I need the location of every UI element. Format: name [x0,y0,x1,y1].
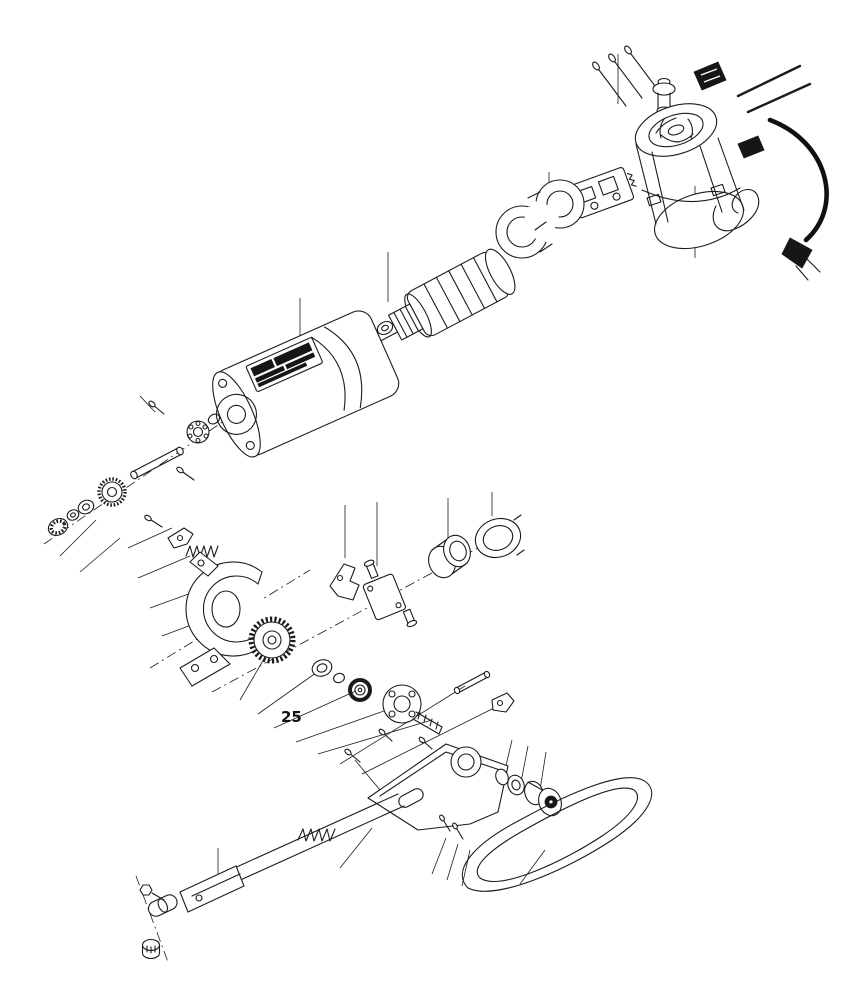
pulley-ring [507,774,525,796]
cooling-fan [648,112,704,148]
belt-drive-assembly [344,743,653,892]
roller-bolt [139,884,165,901]
flange-screws [378,728,433,750]
drive-pulley [524,780,562,817]
drive-shaft [130,446,184,480]
switch-block [737,135,765,159]
sanding-arm [139,793,405,959]
housing-screw [344,748,361,763]
long-pins [736,64,812,114]
bearing-balls [186,413,221,444]
pinion-gear [97,477,127,507]
baffle-half-right [524,179,585,235]
o-ring [333,672,345,684]
small-screw-mid [176,466,195,481]
set-screws [439,814,464,840]
clamp-spring [185,545,219,558]
arm-end-block [179,865,245,913]
clamp-plate [167,527,194,549]
rear-housing-body [634,103,745,250]
field-housing [212,310,400,458]
roller-nut [141,938,161,959]
front-shaft-parts [47,400,221,537]
gear-housing [179,551,263,687]
drive-gear [248,616,296,664]
power-plug [781,237,821,281]
shaft-washer [376,320,394,336]
drive-pin [453,670,491,695]
mount-bracket [329,563,360,601]
drive-belt [461,777,653,892]
arm-spring [297,828,336,842]
knurled-nut [47,517,69,537]
strain-relief-loop [712,188,760,232]
contact-roller [147,894,178,917]
small-screw-top [148,400,165,415]
stud-block [362,559,418,628]
clamp-screw [144,514,163,528]
retainer-ring [66,509,80,521]
callout-25: 25 [281,708,302,726]
pulley-washer [495,768,509,786]
nose-ring [474,514,525,559]
rear-housing-assembly [592,45,812,250]
spindle-flange [382,684,443,735]
lower-arm-housing [367,743,509,831]
gear-housing-cluster [144,514,525,687]
ball-bearing [348,678,372,702]
washer-small [77,499,95,515]
terminal-connector [693,61,727,91]
nose-collar [428,534,471,579]
threaded-spindle [412,711,443,735]
power-cord [767,117,829,243]
pivot-bracket [491,692,515,713]
flat-washer [311,659,333,677]
assembly-screws [592,45,659,107]
spindle-chain [248,616,515,750]
motor-label [245,337,323,392]
